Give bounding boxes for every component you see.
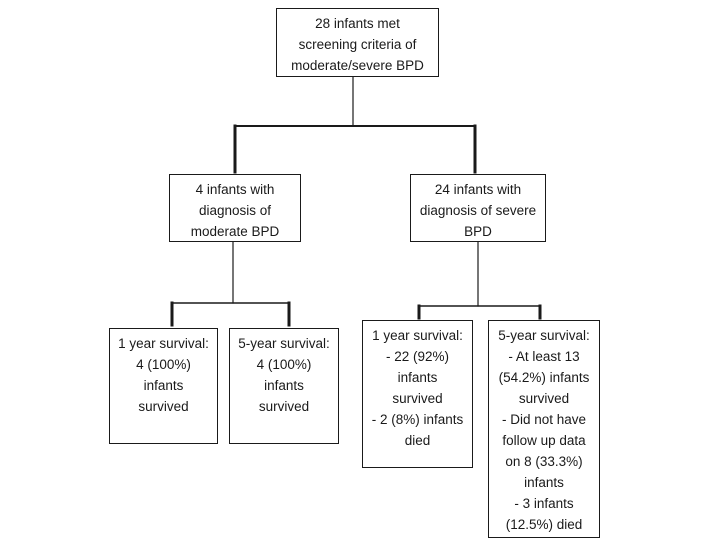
moderate-5yr-line: infants (264, 378, 304, 393)
moderate-bpd-box: 4 infants with diagnosis of moderate BPD (169, 174, 301, 242)
severe-1yr-line: - 22 (92%) (385, 349, 450, 364)
severe-1yr-line: died (404, 433, 431, 448)
root-node-line: moderate/severe BPD (291, 58, 424, 73)
root-node-box: 28 infants met screening criteria of mod… (276, 8, 439, 77)
severe-5yr-line: infants (524, 475, 564, 490)
moderate-1yr-survival-box: 1 year survival: 4 (100%) infants surviv… (109, 328, 218, 444)
severe-5yr-survival-box: 5-year survival: - At least 13 (54.2%) i… (488, 320, 600, 538)
severe-bpd-line: 24 infants with (434, 182, 522, 197)
moderate-5yr-line: 5-year survival: (238, 336, 330, 351)
severe-5yr-line: follow up data (502, 433, 586, 448)
severe-1yr-line: - 2 (8%) infants (371, 412, 464, 427)
moderate-5yr-survival-box: 5-year survival: 4 (100%) infants surviv… (229, 328, 339, 444)
moderate-1yr-line: 4 (100%) (136, 357, 191, 372)
severe-5yr-line: on 8 (33.3%) (505, 454, 583, 469)
moderate-1yr-line: infants (143, 378, 184, 393)
severe-5yr-line: - At least 13 (508, 349, 580, 364)
severe-bpd-line: diagnosis of severe (419, 203, 537, 218)
severe-1yr-line: infants (397, 370, 438, 385)
moderate-1yr-line: survived (138, 399, 189, 414)
moderate-bpd-line: diagnosis of (198, 203, 272, 218)
severe-5yr-line: 5-year survival: (498, 328, 590, 343)
moderate-5yr-line: 4 (100%) (256, 357, 312, 372)
moderate-1yr-line: 1 year survival: (118, 336, 209, 351)
severe-1yr-line: 1 year survival: (372, 328, 463, 343)
moderate-bpd-line: moderate BPD (190, 224, 280, 239)
root-node-line: screening criteria of (298, 37, 417, 52)
severe-bpd-line: BPD (464, 224, 492, 239)
severe-1yr-survival-box: 1 year survival: - 22 (92%) infants surv… (362, 320, 473, 468)
severe-bpd-box: 24 infants with diagnosis of severe BPD (410, 174, 546, 242)
moderate-bpd-line: 4 infants with (195, 182, 275, 197)
root-node-line: 28 infants met (315, 16, 400, 31)
moderate-5yr-line: survived (258, 399, 310, 414)
severe-1yr-line: survived (392, 391, 443, 406)
severe-5yr-line: survived (518, 391, 570, 406)
severe-5yr-line: (54.2%) infants (498, 370, 590, 385)
severe-5yr-line: - 3 infants (514, 496, 574, 511)
severe-5yr-line: - Did not have (501, 412, 587, 427)
severe-5yr-line: (12.5%) died (505, 517, 583, 532)
